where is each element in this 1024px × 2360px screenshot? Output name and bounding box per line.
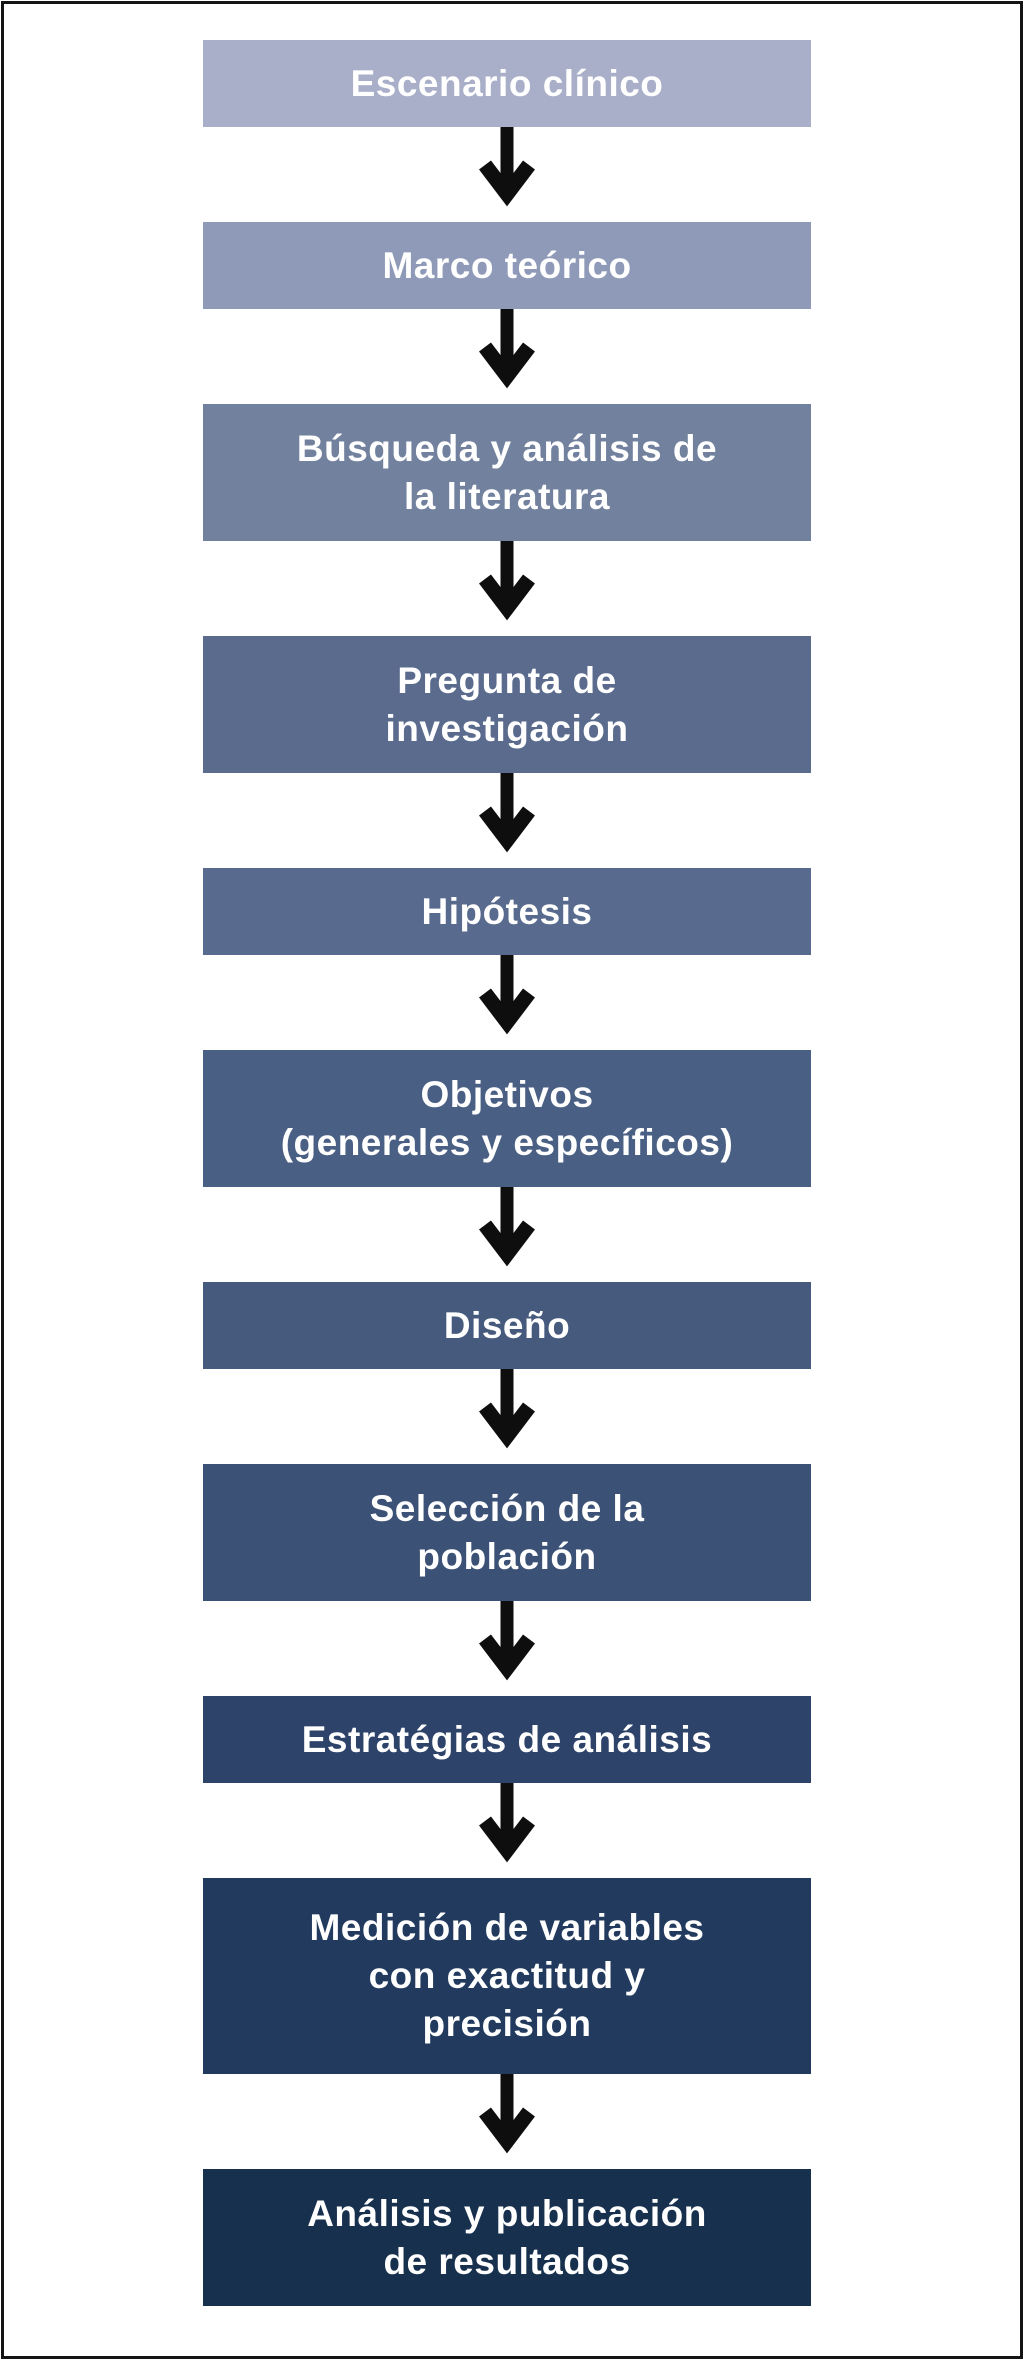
flow-step-8: Selección de la población (203, 1464, 811, 1601)
flow-step-label: Objetivos (generales y específicos) (280, 1073, 734, 1163)
down-arrow-icon (479, 1369, 535, 1449)
down-arrow-icon (479, 773, 535, 853)
down-arrow-icon (479, 1601, 535, 1681)
flow-connector (477, 773, 537, 868)
flow-step-label: Diseño (443, 1304, 571, 1346)
flow-step-10: Medición de variables con exactitud y pr… (203, 1878, 811, 2074)
flow-step-label: Análisis y publicación de resultados (307, 2192, 707, 2282)
flow-connector (477, 2074, 537, 2169)
down-arrow-icon (479, 1187, 535, 1267)
flow-step-label: Selección de la población (369, 1487, 645, 1577)
flow-connector (477, 1601, 537, 1696)
down-arrow-icon (479, 1783, 535, 1863)
flow-step-2: Marco teórico (203, 222, 811, 309)
flow-step-5: Hipótesis (203, 868, 811, 955)
down-arrow-icon (479, 541, 535, 621)
flow-step-label: Búsqueda y análisis de la literatura (296, 427, 718, 517)
flow-step-4: Pregunta de investigación (203, 636, 811, 773)
flow-connector (477, 127, 537, 222)
flow-step-11: Análisis y publicación de resultados (203, 2169, 811, 2306)
flow-step-9: Estratégias de análisis (203, 1696, 811, 1783)
flow-step-label: Pregunta de investigación (385, 659, 629, 749)
flow-step-label: Medición de variables con exactitud y pr… (309, 1907, 705, 2044)
flow-step-label: Estratégias de análisis (301, 1718, 713, 1760)
flow-step-3: Búsqueda y análisis de la literatura (203, 404, 811, 541)
flow-connector (477, 309, 537, 404)
flow-connector (477, 1369, 537, 1464)
down-arrow-icon (479, 955, 535, 1035)
flow-step-label: Marco teórico (382, 244, 632, 286)
flow-step-6: Objetivos (generales y específicos) (203, 1050, 811, 1187)
down-arrow-icon (479, 2074, 535, 2154)
flow-step-label: Hipótesis (421, 890, 593, 932)
flow-step-label: Escenario clínico (350, 62, 664, 104)
flow-connector (477, 1187, 537, 1282)
flow-step-7: Diseño (203, 1282, 811, 1369)
down-arrow-icon (479, 127, 535, 207)
flow-step-1: Escenario clínico (203, 40, 811, 127)
flow-connector (477, 955, 537, 1050)
flow-connector (477, 541, 537, 636)
flow-connector (477, 1783, 537, 1878)
down-arrow-icon (479, 309, 535, 389)
